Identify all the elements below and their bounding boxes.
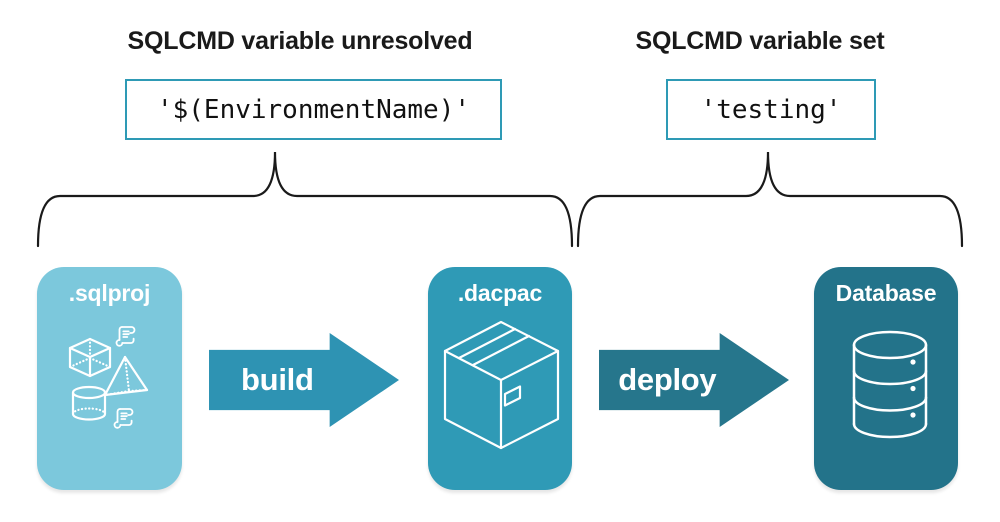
card-dacpac-title: .dacpac xyxy=(457,280,543,306)
database-icon xyxy=(852,330,928,439)
scroll-icon xyxy=(113,408,134,429)
card-dacpac: .dacpac xyxy=(428,267,572,490)
sql-objects-icon-group xyxy=(68,326,149,429)
brace-left-icon xyxy=(36,151,574,248)
card-database: Database xyxy=(814,267,958,490)
code-box-set: 'testing' xyxy=(666,79,876,140)
package-box-icon xyxy=(443,320,560,450)
card-sqlproj-title: .sqlproj xyxy=(68,280,151,306)
card-sqlproj: .sqlproj xyxy=(37,267,182,490)
heading-sqlcmd-set: SQLCMD variable set xyxy=(635,27,885,55)
code-value-set: 'testing' xyxy=(700,94,842,125)
cube-icon xyxy=(68,337,112,378)
pyramid-icon xyxy=(103,355,149,397)
brace-right-icon xyxy=(576,151,964,248)
card-database-title: Database xyxy=(835,280,937,306)
package-box-icon-group xyxy=(443,320,560,450)
code-box-unresolved: '$(EnvironmentName)' xyxy=(125,79,502,140)
deploy-arrow-label: deploy xyxy=(618,361,717,397)
heading-sqlcmd-unresolved: SQLCMD variable unresolved xyxy=(127,27,473,55)
database-icon-group xyxy=(852,330,928,439)
code-value-unresolved: '$(EnvironmentName)' xyxy=(156,94,471,125)
build-arrow-label: build xyxy=(241,361,314,397)
scroll-icon xyxy=(115,326,136,347)
cylinder-icon xyxy=(71,385,107,421)
